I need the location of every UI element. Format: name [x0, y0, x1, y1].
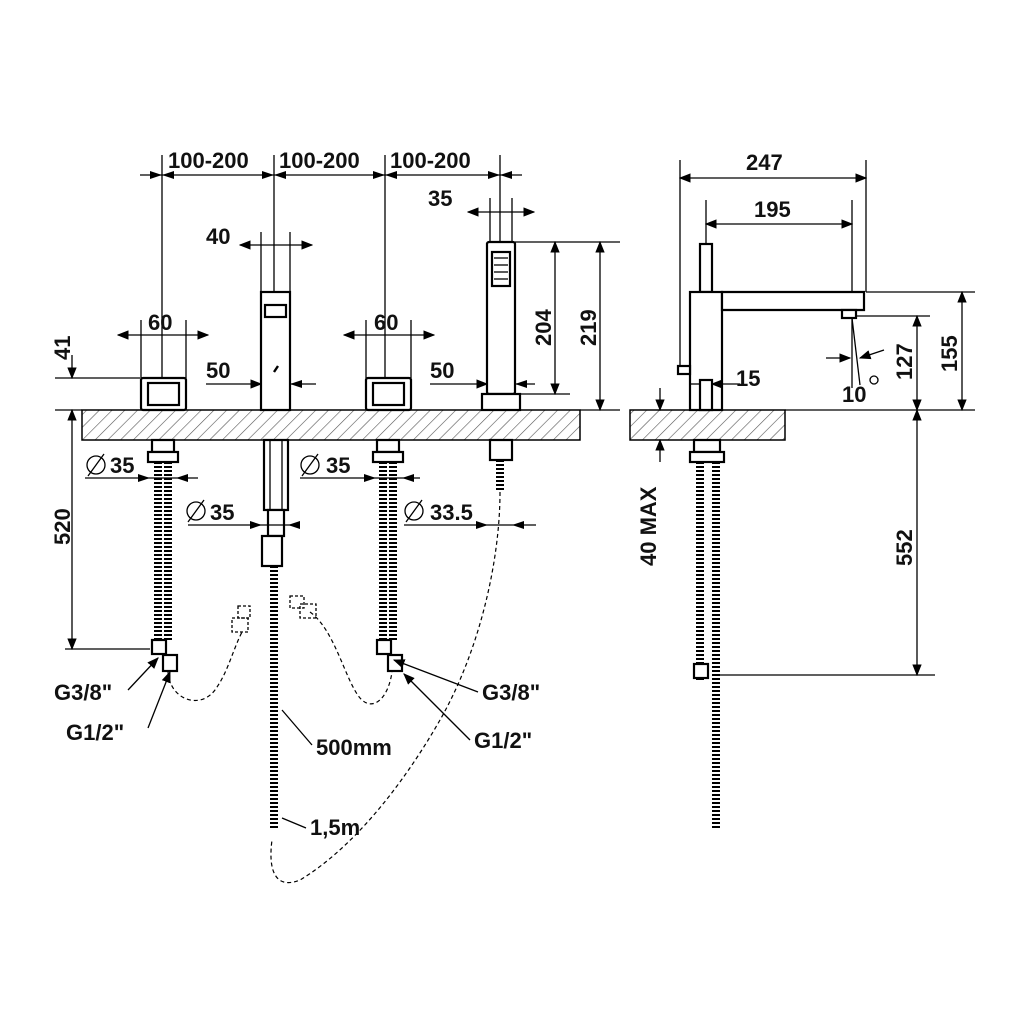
hose-15-label: 1,5m: [310, 815, 360, 840]
spout-width-label: 40: [206, 224, 230, 249]
coupling-right: [289, 595, 317, 619]
spout: [206, 290, 316, 568]
right-connector-g12: G1/2": [474, 728, 532, 753]
left-connector-g38: G3/8": [54, 680, 112, 705]
flex-hose-right: [309, 611, 393, 705]
handshower-hose: [270, 491, 501, 884]
overall-height-label: 219: [576, 309, 601, 346]
left-handle-height-label: 41: [50, 336, 75, 360]
right-diameter-label: 35: [326, 453, 350, 478]
flex-hose-left: [167, 631, 243, 701]
right-connector-g38: G3/8": [482, 680, 540, 705]
spacing-dimension: [140, 155, 522, 378]
right-handle: [364, 376, 413, 464]
side-spout-reach-label: 195: [754, 197, 791, 222]
side-deck-max-label: 40 MAX: [636, 486, 661, 566]
left-connector-g12: G1/2": [66, 720, 124, 745]
degree-symbol: [869, 375, 879, 385]
side-body: [676, 242, 866, 464]
side-total-reach-label: 247: [746, 150, 783, 175]
side-lever-offset-label: 15: [736, 366, 760, 391]
spout-base-label: 50: [206, 358, 230, 383]
right-handle-width-label: 60: [374, 310, 398, 335]
spacing-label-1: 100-200: [168, 148, 249, 173]
handshower: [480, 240, 522, 462]
spacing-label-2: 100-200: [279, 148, 360, 173]
side-hose-length-label: 552: [892, 529, 917, 566]
side-angle-label: 10: [842, 382, 866, 407]
left-diameter-label: 35: [110, 453, 134, 478]
coupling-left: [231, 605, 251, 633]
side-outlet-height-label: 127: [892, 343, 917, 380]
handshower-height-label: 204: [531, 309, 556, 346]
left-handle: [139, 376, 188, 464]
countertop-front: [81, 409, 581, 441]
side-total-height-label: 155: [937, 335, 962, 372]
handshower-width-label: 35: [428, 186, 452, 211]
spacing-label-3: 100-200: [390, 148, 471, 173]
left-handle-width-label: 60: [148, 310, 172, 335]
left-hose-length-label: 520: [50, 508, 75, 545]
hose-500-label: 500mm: [316, 735, 392, 760]
handshower-diameter-label: 33.5: [430, 500, 473, 525]
handshower-base-label: 50: [430, 358, 454, 383]
countertop-side: [629, 409, 786, 441]
spout-diameter-label: 35: [210, 500, 234, 525]
